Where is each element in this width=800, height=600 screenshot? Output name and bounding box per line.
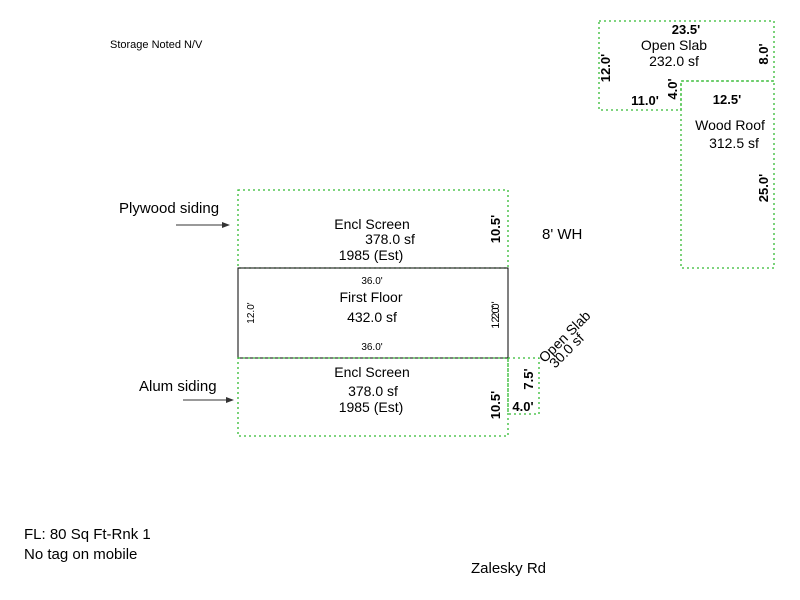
open-slab-top-left-dim: 12.0' (598, 54, 613, 82)
encl-screen-bottom-name: Encl Screen (334, 364, 409, 380)
wood-roof-name: Wood Roof (695, 117, 765, 133)
first-floor-top-dim: 36.0' (361, 276, 382, 287)
first-floor-bottom-dim: 36.0' (361, 342, 382, 353)
encl-screen-bottom-area: 378.0 sf (348, 383, 398, 399)
road-label: Zalesky Rd (471, 560, 546, 577)
encl-screen-bottom-year: 1985 (Est) (339, 399, 404, 415)
open-slab-top-name: Open Slab (641, 37, 707, 53)
encl-screen-top-name: Encl Screen (334, 216, 409, 232)
encl-screen-top-area: 378.0 sf (365, 231, 415, 247)
open-slab-top-top-dim: 23.5' (672, 22, 700, 37)
open-slab-top-inner-dim: 4.0' (665, 78, 680, 99)
tag-note: No tag on mobile (24, 546, 137, 563)
wood-roof-area: 312.5 sf (709, 135, 759, 151)
first-floor-area: 432.0 sf (347, 309, 397, 325)
open-slab-top-area: 232.0 sf (649, 53, 699, 69)
encl-screen-top-outline (237, 189, 509, 269)
encl-screen-bottom-outline (237, 357, 509, 437)
first-floor-right-dim: 12.0' (490, 305, 502, 329)
wh-label: 8' WH (542, 226, 582, 243)
plywood-arrow (176, 222, 230, 228)
encl-screen-bottom-side-dim: 10.5' (488, 391, 503, 419)
wood-roof-outline (680, 80, 775, 269)
encl-screen-top-side-dim: 10.5' (488, 215, 503, 243)
open-slab-small-height-dim: 7.5' (521, 368, 536, 389)
open-slab-top-outline (598, 20, 775, 111)
alum-siding-label: Alum siding (139, 378, 217, 395)
encl-screen-top-year: 1985 (Est) (339, 247, 404, 263)
open-slab-small-width-dim: 4.0' (512, 399, 533, 414)
first-floor-name: First Floor (340, 289, 403, 305)
storage-note: Storage Noted N/V (110, 39, 203, 51)
first-floor-right-dim-overlap: 2.0' (490, 301, 502, 318)
open-slab-small-outline (507, 357, 540, 415)
plywood-siding-label: Plywood siding (119, 200, 219, 217)
open-slab-top-right-dim: 8.0' (756, 43, 771, 64)
wood-roof-top-dim: 12.5' (713, 92, 741, 107)
alum-arrow (183, 397, 234, 403)
fl-note: FL: 80 Sq Ft-Rnk 1 (24, 526, 151, 543)
open-slab-top-bottom-dim: 11.0' (631, 93, 659, 108)
wood-roof-right-dim: 25.0' (756, 174, 771, 202)
first-floor-left-dim: 12.0' (246, 302, 257, 323)
